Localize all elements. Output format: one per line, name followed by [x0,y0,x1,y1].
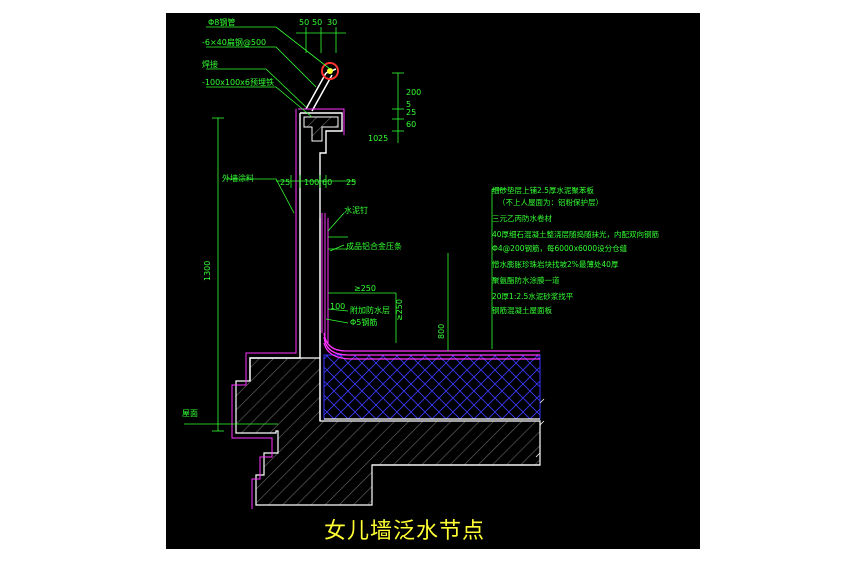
dim-height-1300: 1300 [203,261,212,281]
label-flat-bar: -6×40扁钢@500 [202,37,266,47]
label-strip: 成品铝合金压条 [346,241,402,251]
layer-item: 三元乙丙防水卷材 [492,213,552,223]
drawing-canvas: 50 50 30 200 25 5 60 10 25 25 100 60 25 … [166,13,700,549]
insulation-layer [323,354,541,420]
dim-bottom-60: 60 [322,178,332,187]
dim-ge250-a: ≥250 [354,284,376,293]
dim-right-60: 60 [406,120,416,129]
railing-pipe-highlight [321,62,339,80]
parapet-cap [303,116,339,142]
label-waterproof-nail: 水泥钉 [344,205,368,215]
dim-bottom-100: 100 [304,178,319,187]
dim-right-10: 10 [368,134,378,143]
dim-100: 100 [330,302,345,311]
layer-item: Φ4@200钢筋，每6000x6000设分仓缝 [492,243,628,253]
label-weld: 焊接 [202,59,218,69]
exterior-finish [231,109,297,509]
dim-ge250-b: ≥250 [395,299,404,321]
layer-item: （不上人屋面为：铝粉保护层） [498,197,603,207]
membrane-layers [323,332,540,360]
dim-right-25-top: 25 [406,108,416,117]
leader-lines [206,26,506,349]
layer-item: 40厚细石混凝土整浇层随捣随抹光，内配双向钢筋 [492,229,660,239]
dim-bottom-25a: 25 [280,178,290,187]
parapet-detail-drawing: 50 50 30 200 25 5 60 10 25 25 100 60 25 … [182,17,660,509]
dim-top-50b: 50 [312,18,322,27]
dim-right-25-bottom: 25 [378,134,388,143]
layer-item: 细砂垫层上铺2.5厚水泥聚苯板 [492,185,594,195]
dimension-lines [184,27,449,432]
upturn-membrane [321,213,329,343]
dim-top-50a: 50 [299,18,309,27]
parapet-wall-outline [249,112,343,421]
layer-item: 聚氨酯防水涂膜一道 [492,275,560,285]
label-floor: 屋面 [182,409,198,418]
layer-item: 20厚1:2.5水泥砂浆找平 [492,291,574,301]
layer-item: 憎水膨胀珍珠岩块找坡2%最薄处40厚 [492,259,619,269]
railing-pipe [327,68,333,74]
label-extra-membrane: 附加防水层 [350,305,390,315]
label-rebar: Φ5钢筋 [350,317,377,327]
layer-item: 钢筋混凝土屋面板 [492,305,552,315]
dim-bottom-25b: 25 [346,178,356,187]
label-exterior-coating: 外墙涂料 [222,173,254,183]
drawing-title: 女儿墙泛水节点 [324,519,486,544]
dim-right-200: 200 [406,88,421,97]
cap-flashing [298,108,345,135]
layer-list: 细砂垫层上铺2.5厚水泥聚苯板 （不上人屋面为：铝粉保护层） 三元乙丙防水卷材 … [492,185,660,315]
edge-marks [535,398,545,458]
dim-800: 800 [437,324,446,339]
dim-top-30: 30 [327,18,337,27]
label-railing: Φ8钢管 [208,17,235,27]
railing-bars [305,68,337,112]
dim-right-5: 5 [406,100,411,109]
label-angle-steel: -100x100x6预埋铁 [202,77,274,87]
